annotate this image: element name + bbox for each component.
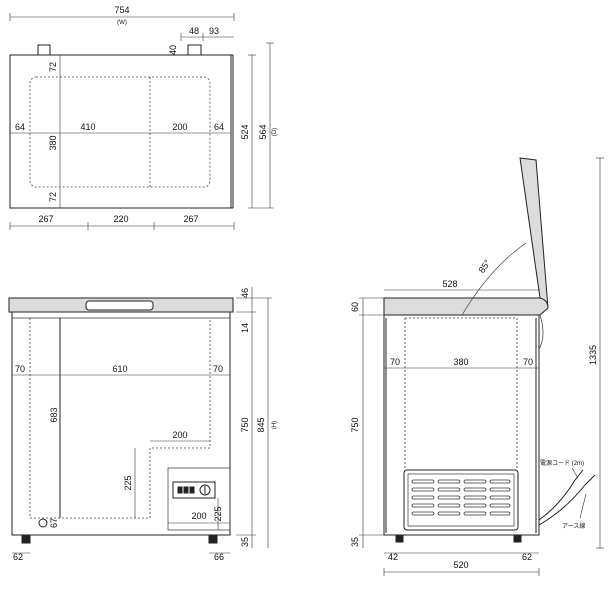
overall-depth-symbol: (D) <box>272 128 278 136</box>
pipe-height-label: 40 <box>168 45 178 55</box>
step-width-label: 200 <box>172 430 187 440</box>
open-lid <box>519 157 549 313</box>
side-lid-depth-label: 528 <box>442 279 457 289</box>
side-view: 85° 528 70 380 70 電源コード (2m) アース線 <box>350 157 604 576</box>
right-foot-label: 66 <box>214 552 224 562</box>
drain-height-label: 67 <box>49 518 59 528</box>
top-inner-outline <box>29 76 211 188</box>
side-right-wall-label: 70 <box>523 357 533 367</box>
left-inner-label: 410 <box>80 122 95 132</box>
left-foot-label: 62 <box>13 552 23 562</box>
front-left-wall-label: 70 <box>15 364 25 374</box>
side-inner-outline <box>404 317 518 474</box>
power-cord-label: 電源コード (2m) <box>540 459 584 467</box>
pipe-offset-label: 48 <box>189 26 199 36</box>
bottom-right-label: 267 <box>183 214 198 224</box>
overall-width-label: 754 <box>114 5 129 15</box>
right-inner-label: 200 <box>172 122 187 132</box>
machine-width-label: 200 <box>191 511 206 521</box>
front-body-height-label: 750 <box>240 417 250 432</box>
side-left-caster <box>395 534 404 543</box>
front-overall-height-label: 845 <box>256 417 266 432</box>
step-height-label: 225 <box>123 475 133 490</box>
machine-height-label: 225 <box>213 506 223 521</box>
open-angle-arc <box>461 242 527 316</box>
side-inner-width-label: 380 <box>453 357 468 367</box>
side-left-wall-label: 70 <box>390 357 400 367</box>
front-inner-width-label: 610 <box>112 364 127 374</box>
front-caster-height-label: 35 <box>240 537 250 547</box>
front-right-wall-label: 70 <box>213 364 223 374</box>
drain-outlet <box>38 518 48 528</box>
side-lid-thickness-label: 60 <box>350 302 360 312</box>
side-base-depth-label: 520 <box>453 560 468 570</box>
side-caster-height-label: 35 <box>350 537 360 547</box>
left-caster <box>21 534 31 544</box>
side-left-foot-label: 42 <box>388 552 398 562</box>
power-cord <box>538 469 584 521</box>
inner-depth-label: 524 <box>240 124 250 139</box>
grille-slots <box>411 479 511 516</box>
side-right-caster <box>513 534 522 543</box>
bottom-margin-label: 72 <box>48 192 58 202</box>
side-lid <box>383 297 549 316</box>
open-height-label: 1335 <box>588 345 598 365</box>
top-margin-label: 72 <box>48 62 58 72</box>
overall-width-symbol: (W) <box>117 20 127 26</box>
front-overall-height-symbol: (H) <box>272 421 278 429</box>
left-pipe <box>37 44 51 56</box>
front-lid-height-label: 46 <box>240 288 250 298</box>
top-view: 754 (W) 48 93 40 64 410 200 64 72 380 72 <box>9 5 278 230</box>
side-right-foot-label: 62 <box>522 552 532 562</box>
ground-wire-label: アース線 <box>562 522 585 530</box>
front-body <box>11 311 231 536</box>
pipe-edge-label: 93 <box>209 26 219 36</box>
condenser-grille <box>403 469 519 531</box>
front-gap-label: 14 <box>240 323 250 333</box>
bottom-center-label: 220 <box>113 214 128 224</box>
side-body-height-label: 750 <box>350 417 360 432</box>
overall-depth-label: 564 <box>258 124 268 139</box>
open-angle-label: 85° <box>477 258 493 275</box>
inner-height-label: 380 <box>48 135 58 150</box>
bottom-left-label: 267 <box>38 214 53 224</box>
top-view-body <box>9 54 232 209</box>
left-margin-label: 64 <box>15 122 25 132</box>
lid-handle <box>85 300 154 311</box>
machine-compartment <box>167 467 231 531</box>
right-caster <box>208 534 218 544</box>
right-pipe <box>187 44 202 56</box>
front-view: 70 610 70 683 200 225 200 225 67 62 66 <box>8 287 278 562</box>
right-margin-label: 64 <box>214 122 224 132</box>
front-inner-depth-label: 683 <box>49 407 59 422</box>
ground-wire <box>538 474 596 526</box>
